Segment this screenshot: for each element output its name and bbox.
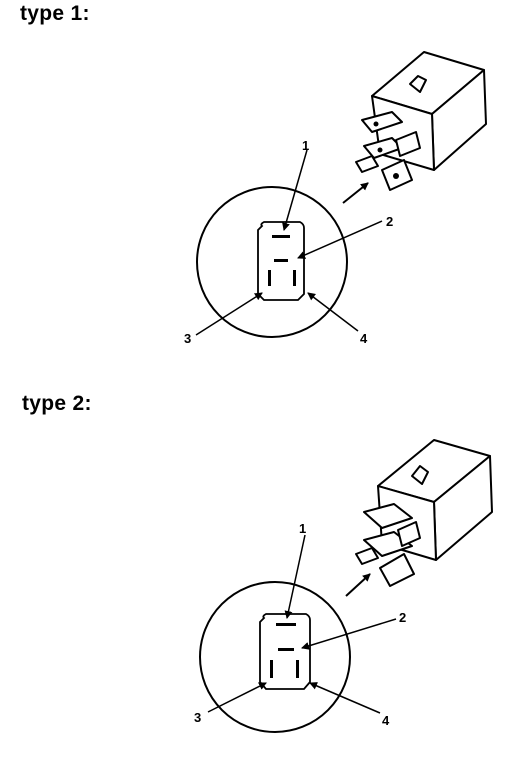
type-1-pin-1 <box>272 235 290 238</box>
type-1-pin-4 <box>293 270 296 286</box>
type-2-pin-2 <box>278 648 294 651</box>
type-2-leader-2 <box>301 618 397 650</box>
type-2-leader-3 <box>207 682 267 713</box>
type-1-heading: type 1: <box>20 2 90 25</box>
type-2-pin-3 <box>270 660 273 678</box>
type-1-magnifier-circle <box>196 186 348 338</box>
type-1-relay <box>355 51 487 191</box>
type-2-callout-3: 3 <box>194 710 201 725</box>
type-2-diagram: 1 2 3 4 <box>194 439 493 733</box>
type-1-callout-1: 1 <box>302 138 309 153</box>
type-2-callout-1: 1 <box>299 521 306 536</box>
type-2-callout-2: 2 <box>399 610 406 625</box>
type-2-relay <box>355 439 493 587</box>
type-1-diagram: 1 2 3 4 <box>184 51 487 346</box>
type-2-leader-1 <box>284 534 306 619</box>
type-1-callout-4: 4 <box>360 331 368 346</box>
type-1-leader-3 <box>195 292 263 336</box>
type-1-callout-2: 2 <box>386 214 393 229</box>
type-2-terminal-face <box>259 613 311 690</box>
type-1-terminal-face <box>257 221 305 301</box>
type-1-leader-1 <box>282 149 308 231</box>
type-1-leader-4 <box>307 292 359 332</box>
type-1-callout-3: 3 <box>184 331 191 346</box>
type-2-pin-1 <box>276 623 296 626</box>
type-2-magnifier-circle <box>199 581 351 733</box>
type-2-callout-4: 4 <box>382 713 390 728</box>
type-1-pin-3 <box>268 270 271 286</box>
type-2-leader-4 <box>309 682 381 714</box>
type-1-leader-2 <box>297 220 383 259</box>
type-2-heading: type 2: <box>22 392 92 415</box>
type-2-pointer-arrow <box>345 573 371 597</box>
type-2-pin-4 <box>296 660 299 678</box>
type-1-pointer-arrow <box>342 182 369 204</box>
type-1-pin-2 <box>274 259 288 262</box>
